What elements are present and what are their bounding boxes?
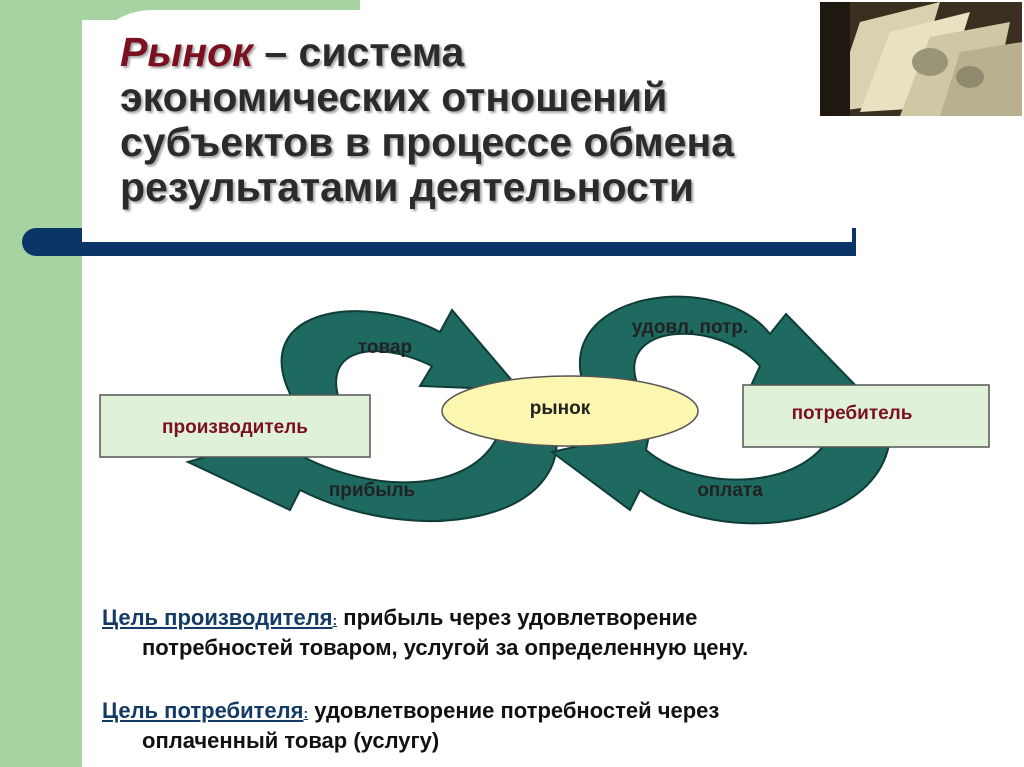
producer-goal-line1: прибыль через удовлетворение	[337, 605, 698, 630]
title-line1-rest: – система	[252, 29, 465, 75]
consumer-goal-colon: :	[303, 705, 309, 721]
producer-goal-colon: :	[332, 612, 338, 628]
market-label: рынок	[530, 398, 591, 419]
goods-label: товар	[358, 337, 412, 358]
payment-arrow	[549, 419, 892, 525]
green-side-band	[0, 0, 82, 767]
consumer-box	[742, 384, 990, 448]
money-photo-illustration	[820, 2, 1022, 116]
goods-arrow	[280, 308, 523, 422]
consumer-goal: Цель потребителя: удовлетворение потребн…	[102, 697, 962, 754]
satisfaction-arrow	[578, 295, 863, 392]
producer-label: производитель	[162, 417, 308, 438]
profit-label: прибыль	[329, 480, 415, 501]
payment-label: оплата	[697, 480, 763, 501]
producer-goal-line2: потребностей товаром, услугой за определ…	[142, 635, 749, 660]
consumer-goal-line1: удовлетворение потребностей через	[308, 698, 720, 723]
satisfaction-label: удовл. потр.	[632, 317, 749, 338]
title-panel	[82, 10, 852, 242]
producer-box	[99, 394, 371, 458]
title-line4: результатами деятельности	[120, 164, 695, 210]
title-line3: субъектов в процессе обмена	[120, 119, 735, 165]
consumer-goal-line2: оплаченный товар (услугу)	[142, 728, 440, 753]
title-accent: Рынок	[120, 29, 253, 75]
title-line2: экономических отношений	[120, 74, 668, 120]
consumer-label: потребитель	[792, 403, 913, 424]
money-photo	[820, 2, 1022, 116]
market-cycle-diagram: производитель рынок потребитель товар пр…	[99, 295, 990, 525]
market-ellipse	[441, 375, 699, 447]
consumer-goal-label: Цель потребителя	[102, 698, 304, 723]
producer-goal-label: Цель производителя	[102, 605, 333, 630]
producer-goal: Цель производителя: прибыль через удовле…	[102, 604, 962, 661]
